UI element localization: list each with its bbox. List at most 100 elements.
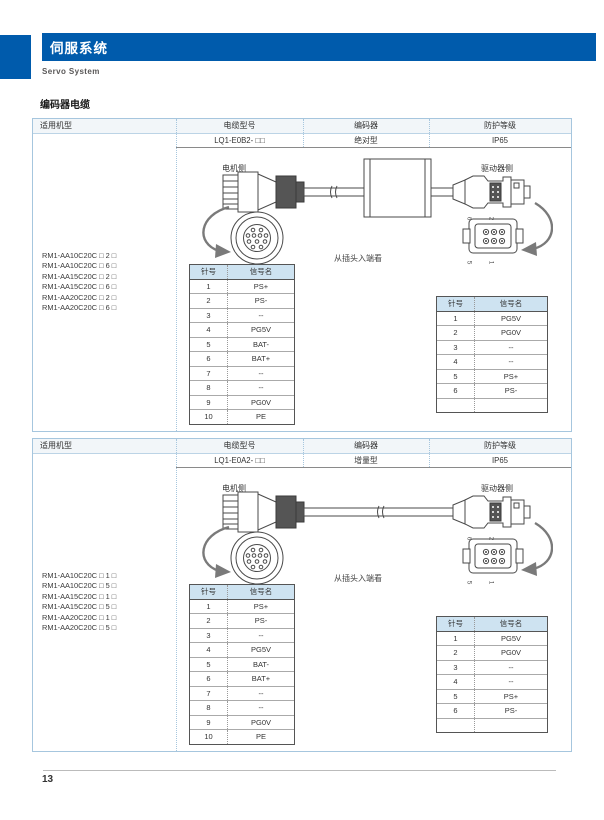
driver-connector-face [463, 539, 523, 573]
rotate-arrow-right [533, 203, 552, 249]
model-number: RM1-AA15C20C □ 1 □ [42, 591, 117, 601]
motor-side-label: 电机侧 [222, 164, 246, 173]
col-header-models: 适用机型 [40, 441, 72, 450]
face-pin-number: 6 [465, 536, 473, 541]
face-pin-number: 5 [465, 580, 473, 585]
applicable-models-list: RM1-AA10C20C □ 1 □RM1-AA10C20C □ 5 □RM1-… [42, 571, 116, 633]
model-number: RM1-AA20C20C □ 2 □ [42, 292, 117, 302]
column-divider [429, 119, 430, 147]
model-number: RM1-AA10C20C □ 6 □ [42, 261, 117, 271]
section-title-bar: 伺服系统 [42, 33, 596, 61]
face-pin-number: 1 [487, 580, 495, 585]
motor-connector-ring [276, 176, 296, 208]
pin-row: 8-- [190, 380, 294, 395]
protection-value: IP65 [491, 136, 509, 145]
pin-row: 3-- [437, 339, 547, 354]
page-subtitle: Servo System [42, 67, 100, 76]
pin-row: 3-- [437, 659, 547, 674]
col-header-encoder: 编码器 [354, 441, 378, 450]
cable-model-value: LQ1-E0A2- □□ [214, 456, 265, 465]
pin-row: 8-- [190, 700, 294, 715]
cable-diagram-incremental [183, 477, 553, 593]
driver-connector-face [463, 219, 523, 253]
pin-row [437, 717, 547, 732]
pin-row: 4-- [437, 354, 547, 369]
spec-table-header [33, 119, 571, 134]
col-header-models: 适用机型 [40, 121, 72, 130]
motor-connector-face [231, 532, 283, 584]
page-title: 伺服系统 [50, 41, 108, 56]
pin-table-header: 针号 信号名 [190, 265, 294, 280]
encoder-type-value: 绝对型 [354, 136, 378, 145]
spec-table-header [33, 439, 571, 454]
page-edge-accent [0, 35, 31, 79]
battery-box [364, 159, 431, 217]
driver-side-label: 驱动器侧 [481, 164, 513, 173]
spec-block-incremental: 适用机型 电缆型号 编码器 防护等级 LQ1-E0A2- □□ 增量型 IP65… [32, 438, 572, 752]
rotate-arrow-right [533, 523, 552, 569]
model-number: RM1-AA10C20C □ 2 □ [42, 251, 117, 260]
col-header-cable-model: 电缆型号 [223, 121, 256, 130]
pin-row: 7-- [190, 685, 294, 700]
face-pin-number: 6 [465, 216, 473, 221]
driver-connector-boot [453, 500, 465, 524]
face-pin-number: 2 [487, 536, 495, 541]
col-header-cable-model: 电缆型号 [223, 441, 256, 450]
encoder-type-value: 增量型 [354, 456, 378, 465]
model-number: RM1-AA15C20C □ 5 □ [42, 602, 117, 612]
cable-diagram-absolute [183, 157, 553, 273]
col-header-protection: 防护等级 [484, 121, 516, 130]
driver-side-label: 驱动器侧 [481, 484, 513, 493]
pin-row: 3-- [190, 627, 294, 642]
motor-side-label: 电机侧 [222, 484, 246, 493]
column-divider [303, 119, 304, 147]
model-number: RM1-AA15C20C □ 6 □ [42, 282, 117, 292]
column-divider [429, 439, 430, 467]
pin-table-header: 针号 信号名 [437, 297, 547, 312]
view-direction-note: 从插头入端看 [334, 254, 382, 263]
pin-row [437, 397, 547, 412]
motor-connector-face [231, 212, 283, 264]
row-divider [176, 467, 571, 468]
applicable-models-list: RM1-AA10C20C □ 2 □RM1-AA10C20C □ 6 □ RM1-… [42, 251, 116, 313]
model-number: RM1-AA10C20C □ 5 □ [42, 581, 117, 591]
protection-value: IP65 [491, 456, 509, 465]
col-header-protection: 防护等级 [484, 441, 516, 450]
column-divider [176, 439, 177, 751]
page-number: 13 [42, 774, 54, 785]
model-number: RM1-AA20C20C □ 6 □ [42, 303, 117, 313]
face-pin-number: 5 [465, 260, 473, 265]
column-divider [303, 439, 304, 467]
face-pin-number: 2 [487, 216, 495, 221]
col-header-encoder: 编码器 [354, 121, 378, 130]
cable-model-value: LQ1-E0B2- □□ [214, 136, 265, 145]
model-number: RM1-AA10C20C □ 1 □ [42, 571, 117, 580]
driver-connector-boot [453, 180, 465, 204]
spec-block-absolute: 适用机型 电缆型号 编码器 防护等级 LQ1-E0B2- □□ 绝对型 IP65… [32, 118, 572, 432]
face-pin-number: 1 [487, 260, 495, 265]
rotate-arrow-left [203, 207, 229, 251]
encoder-cable-heading: 编码器电缆 [40, 100, 90, 111]
row-divider [176, 147, 571, 148]
